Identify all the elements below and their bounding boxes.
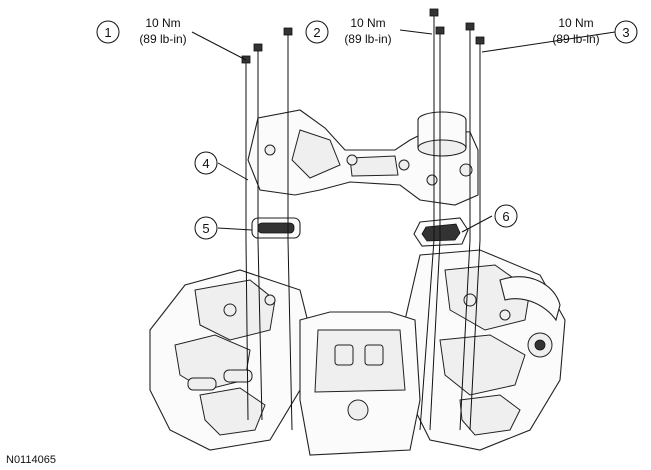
callout-number: 5 (202, 221, 209, 236)
figure-id: N0114065 (6, 454, 56, 466)
callout-2: 2 10 Nm (89 lb-in) (305, 16, 392, 46)
engine-block (149, 249, 566, 456)
gasket-right (413, 217, 469, 247)
torque-value-alt: (89 lb-in) (344, 32, 391, 46)
torque-value-alt: (89 lb-in) (139, 32, 186, 46)
leader-lines (191, 29, 616, 233)
callout-4: 4 (194, 151, 218, 175)
torque-value: 10 Nm (145, 16, 180, 30)
callout-number: 3 (622, 25, 629, 40)
callout-3: 3 10 Nm (89 lb-in) (552, 16, 638, 46)
intake-manifold (247, 109, 479, 206)
callout-number: 4 (202, 156, 209, 171)
callout-number: 6 (502, 209, 509, 224)
torque-value: 10 Nm (558, 16, 593, 30)
callout-number: 2 (313, 25, 320, 40)
torque-value: 10 Nm (350, 16, 385, 30)
bolts (241, 8, 485, 240)
callout-number: 1 (104, 25, 111, 40)
gasket-left (251, 217, 301, 239)
torque-value-alt: (89 lb-in) (552, 32, 599, 46)
alignment-lines (245, 239, 481, 431)
callout-1: 1 10 Nm (89 lb-in) (96, 16, 187, 46)
callout-6: 6 (494, 204, 518, 228)
callout-5: 5 (194, 216, 218, 240)
